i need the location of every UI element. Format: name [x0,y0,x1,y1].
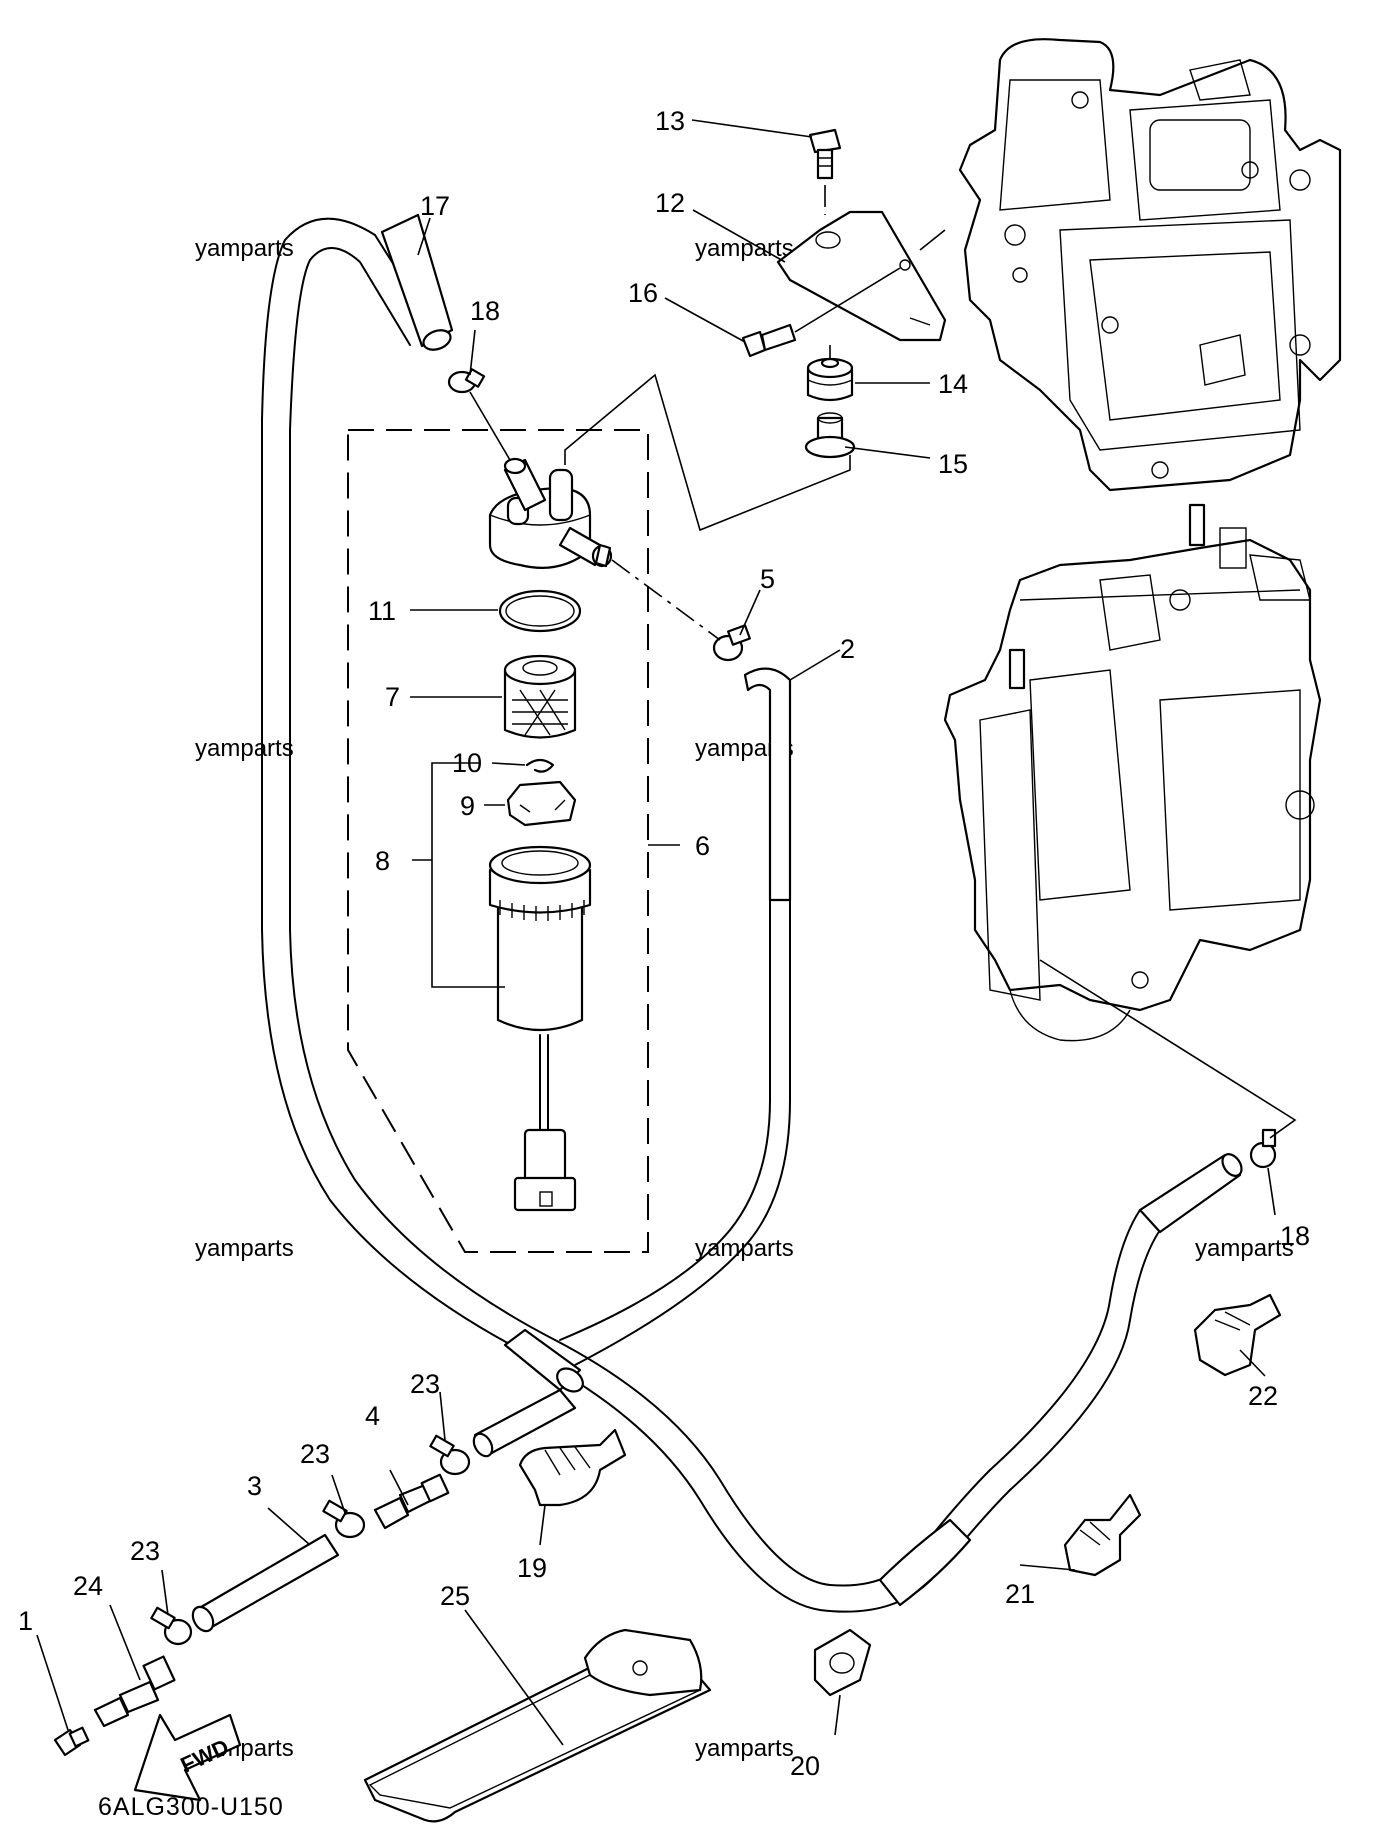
watermark: yamparts [695,1235,794,1262]
callout-leaders [36,119,1276,1746]
clip-22 [1193,1293,1282,1377]
callout-5: 5 [760,564,775,594]
callout-21: 21 [1005,1579,1035,1609]
callout-13: 13 [655,106,685,136]
collar-15 [804,412,856,459]
hose-to-separator [989,1153,1243,1491]
callout-10: 10 [452,748,482,778]
callout-3: 3 [247,1471,262,1501]
callout-15: 15 [938,449,968,479]
clip-18-top [447,368,511,461]
clamp-23-middle [322,1499,366,1539]
vapor-separator-assembly [943,503,1322,1042]
hose-2 [559,667,792,1366]
watermark: yamparts [195,235,294,262]
filter-assembly-boundary [347,429,649,1253]
callout-numbers: 13 12 17 16 18 14 15 5 2 11 7 10 9 8 6 1… [18,106,1310,1781]
o-ring-11 [498,589,582,633]
callout-8: 8 [375,846,390,876]
bolt-13 [808,128,842,215]
hose-3 [191,1533,340,1633]
bracket-12 [776,210,947,342]
tool-bag-25 [363,1628,712,1823]
fwd-arrow: FWD [133,1713,242,1802]
engine-block-upper [958,38,1342,492]
callout-24: 24 [73,1571,103,1601]
callout-4: 4 [365,1401,380,1431]
joint-24 [93,1655,176,1728]
callout-12: 12 [655,188,685,218]
bolt-16 [741,267,901,358]
clip-19 [518,1428,627,1507]
callout-2: 2 [840,634,855,664]
short-hose [472,1388,577,1458]
callout-20: 20 [790,1751,820,1781]
watermark: yamparts [695,1735,794,1762]
clip-21 [1063,1493,1142,1577]
callout-22: 22 [1248,1381,1278,1411]
callout-17: 17 [420,191,450,221]
callout-1: 1 [18,1606,33,1636]
clip-20 [813,1628,872,1697]
callout-23-left: 23 [130,1536,160,1566]
filter-element-7 [503,654,577,739]
watermark: yamparts [195,735,294,762]
grommet-14 [806,345,854,402]
float-9 [506,780,577,827]
plug-1 [53,1726,90,1757]
joint-4 [373,1473,450,1530]
filter-head [488,457,613,569]
diagram-code: 6ALG300-U150 [98,1793,284,1821]
callout-19: 19 [517,1553,547,1583]
callout-7: 7 [385,682,400,712]
watermark: yamparts [1195,1235,1294,1262]
callout-25: 25 [440,1581,470,1611]
callout-23-right: 23 [410,1369,440,1399]
callout-23-middle: 23 [300,1439,330,1469]
hose-17 [380,213,454,351]
callout-18-right: 18 [1280,1221,1310,1251]
watermark: yamparts [195,1235,294,1262]
callout-11: 11 [368,596,396,626]
hose-sleeve [503,1328,972,1607]
callout-16: 16 [628,278,658,308]
filter-cup-8 [488,845,592,1212]
callout-14: 14 [938,369,968,399]
callout-9: 9 [460,791,475,821]
callout-18-top: 18 [470,296,500,326]
clamp-23-left [150,1606,193,1646]
clip-5 [712,624,751,662]
callout-6: 6 [695,831,710,861]
circlip-10 [525,758,555,773]
clamp-23-right [429,1434,471,1476]
clip-18-right [1039,959,1297,1169]
